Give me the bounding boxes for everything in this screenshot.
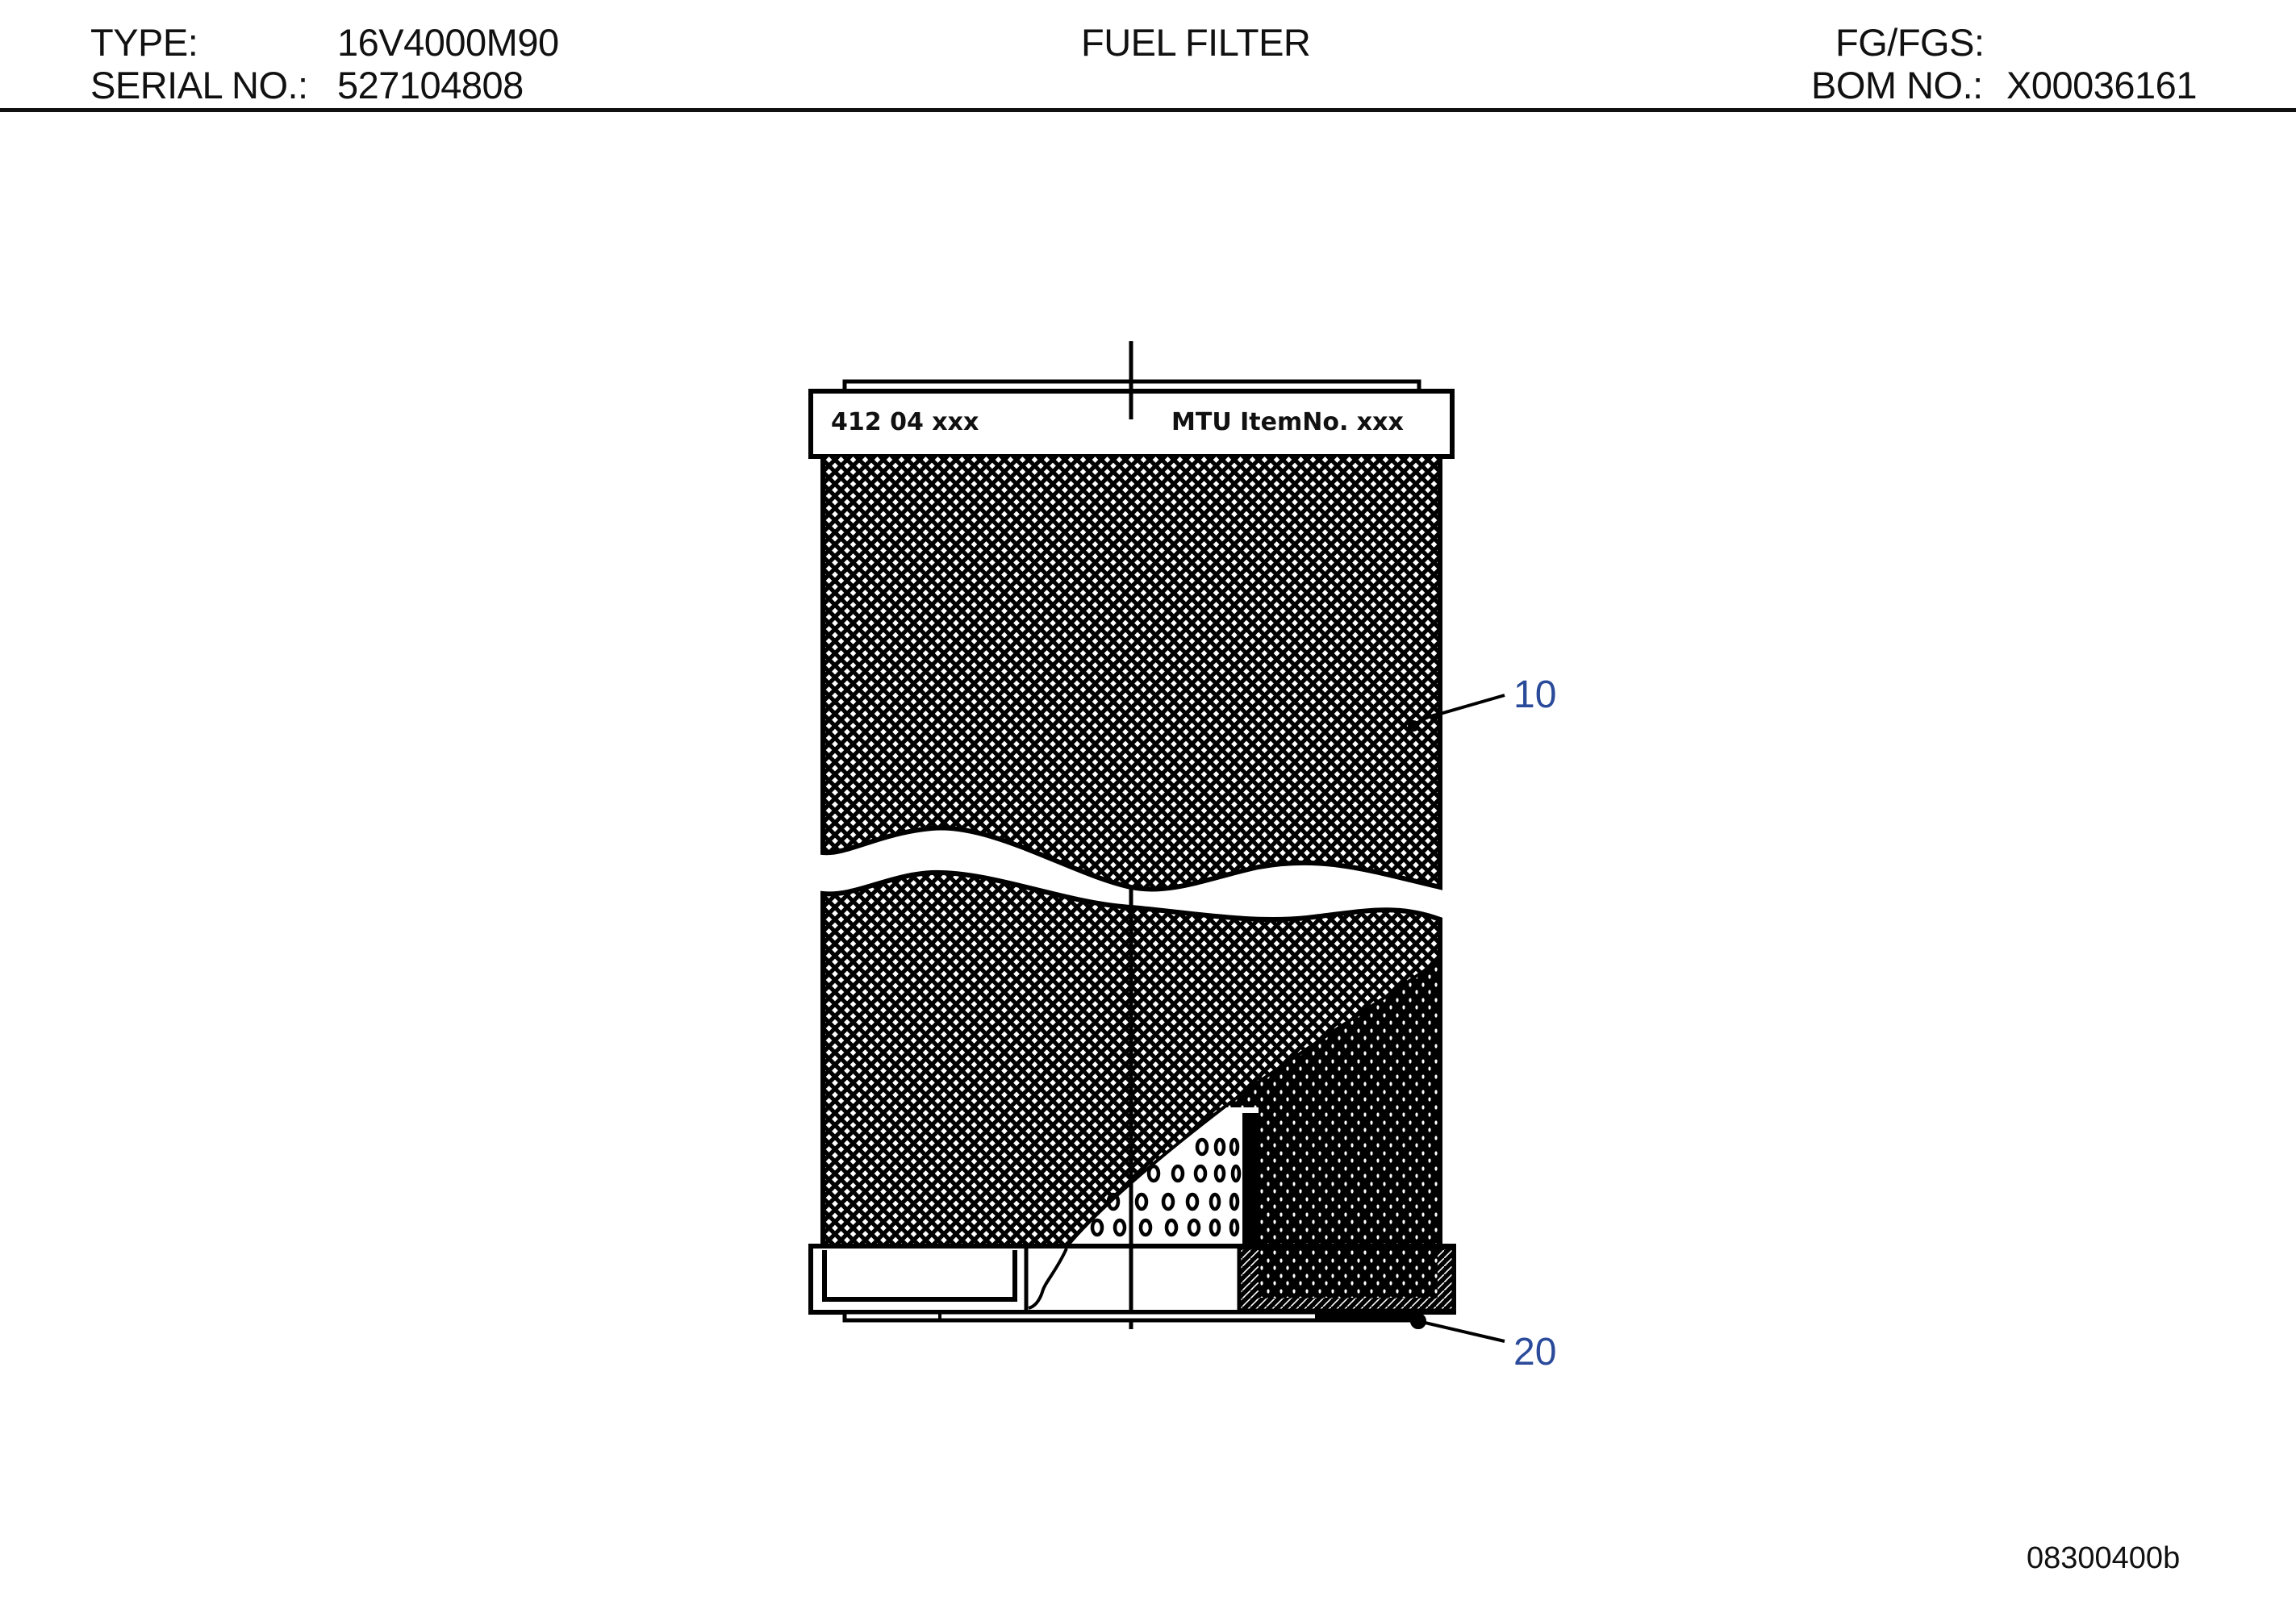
header-divider (0, 108, 2296, 112)
figure-id: 08300400b (2027, 1541, 2181, 1575)
type-label: TYPE: (90, 21, 198, 64)
callout-10[interactable]: 10 (1513, 673, 1557, 716)
callout-20-leader (1417, 1319, 1505, 1343)
callout-20[interactable]: 20 (1513, 1331, 1557, 1374)
bom-label: BOM NO.: (1811, 64, 1983, 106)
serial-label: SERIAL NO.: (90, 64, 308, 106)
callout-leaders (1408, 694, 1505, 1343)
bom-value: X00036161 (2006, 64, 2197, 106)
filter-mesh-upper (823, 456, 1440, 890)
cap-label-right: MTU ItemNo. xxx (1171, 408, 1404, 436)
page-title: FUEL FILTER (1081, 21, 1311, 64)
bottom-cap (808, 1244, 1456, 1329)
serial-value: 527104808 (337, 64, 524, 106)
perforated-tube-holes (1090, 1137, 1242, 1237)
fg-label: FG/FGS: (1835, 21, 1985, 64)
cap-label-left: 412 04 xxx (831, 408, 979, 436)
type-value: 16V4000M90 (337, 21, 559, 64)
